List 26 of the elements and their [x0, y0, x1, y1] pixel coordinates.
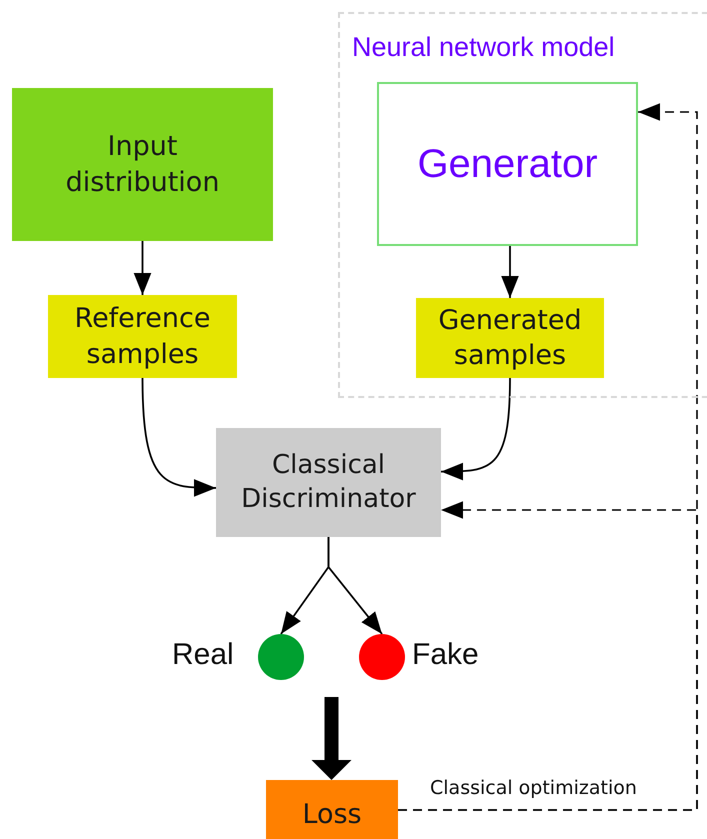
- box-label: Classical Discriminator: [240, 448, 417, 516]
- arrow: [501, 246, 519, 298]
- process-box: [416, 298, 604, 378]
- arrow: [134, 241, 152, 295]
- box-label: Loss: [302, 798, 362, 832]
- box-label: Reference samples: [74, 302, 212, 372]
- arrow: [142, 378, 216, 497]
- dashed-group-box: [338, 12, 707, 398]
- circle-marker: [258, 634, 304, 680]
- process-box: [377, 82, 638, 246]
- arrow: [441, 378, 511, 480]
- box-label: Input distribution: [64, 130, 220, 200]
- group-title: Neural network model: [352, 32, 615, 63]
- thick-arrow: [312, 697, 352, 780]
- box-label: Generated samples: [437, 304, 583, 373]
- process-box: [216, 428, 441, 537]
- box-label: Generator: [417, 141, 598, 188]
- circle-marker: [359, 634, 405, 680]
- process-box: [266, 780, 398, 839]
- process-box: [12, 88, 273, 241]
- edge-label: Classical optimization: [430, 777, 637, 799]
- process-box: [48, 295, 237, 378]
- arrow: [328, 537, 383, 635]
- output-label: Real: [172, 638, 234, 672]
- dashed-arrow: [398, 103, 698, 811]
- output-label: Fake: [412, 638, 479, 672]
